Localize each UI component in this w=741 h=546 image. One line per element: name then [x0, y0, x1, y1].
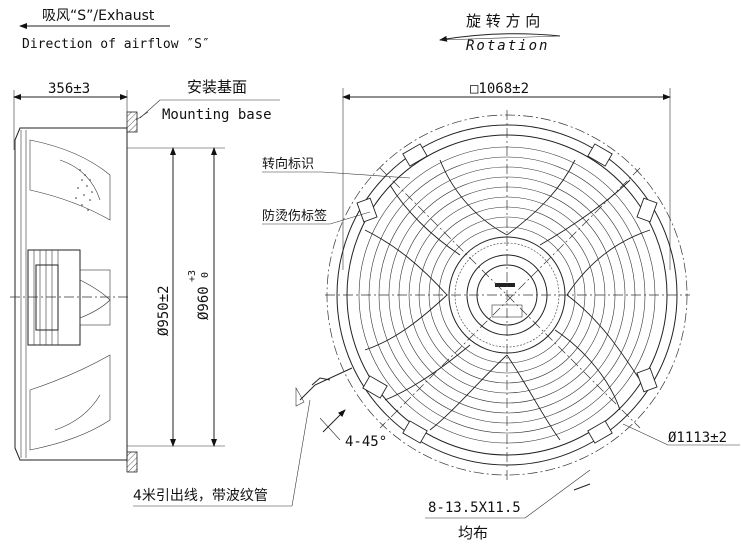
airflow-annotation: 吸风“S”/Exhaust Direction of airflow ″S″ [19, 8, 210, 52]
rotation-cn-label: 旋 转 方 向 [466, 12, 540, 30]
airflow-cn-label: 吸风“S”/Exhaust [42, 8, 155, 24]
mounting-tabs [356, 143, 658, 444]
front-view: □1068±2 [295, 81, 690, 480]
dia-960-dimension: Ø960 [196, 286, 212, 320]
square-dimension: □1068±2 [470, 81, 529, 97]
dia-1113-dimension: Ø1113±2 [668, 430, 727, 446]
vertical-dimensions: Ø950±2 Ø960 +3 0 [127, 147, 225, 447]
cable-label: 4米引出线，带波纹管 [133, 488, 268, 504]
heat-label: 防烫伤标签 [262, 208, 327, 224]
callouts: 转向标识 防烫伤标签 4-45° Ø1113±2 8-13.5X11.5 均布 … [133, 156, 740, 542]
mounting-en-label: Mounting base [162, 107, 272, 123]
uniform-label: 均布 [458, 524, 488, 542]
holes-dimension: 8-13.5X11.5 [428, 500, 521, 516]
rotation-annotation: 旋 转 方 向 Rotation [439, 12, 561, 54]
rotation-mark-label: 转向标识 [262, 156, 314, 172]
side-view: 356±3 安装基面 Mounting base [10, 78, 280, 473]
fan-blades [364, 159, 651, 441]
angle-dimension: 4-45° [345, 434, 387, 450]
mounting-cn-label: 安装基面 [187, 78, 247, 96]
dia-960-tolerance-lower: 0 [200, 272, 211, 278]
rotation-en-label: Rotation [466, 38, 549, 54]
depth-dimension: 356±3 [48, 81, 90, 97]
airflow-en-label: Direction of airflow ″S″ [22, 37, 210, 52]
dia-950-dimension: Ø950±2 [156, 285, 172, 336]
dia-960-tolerance-upper: +3 [187, 270, 198, 282]
